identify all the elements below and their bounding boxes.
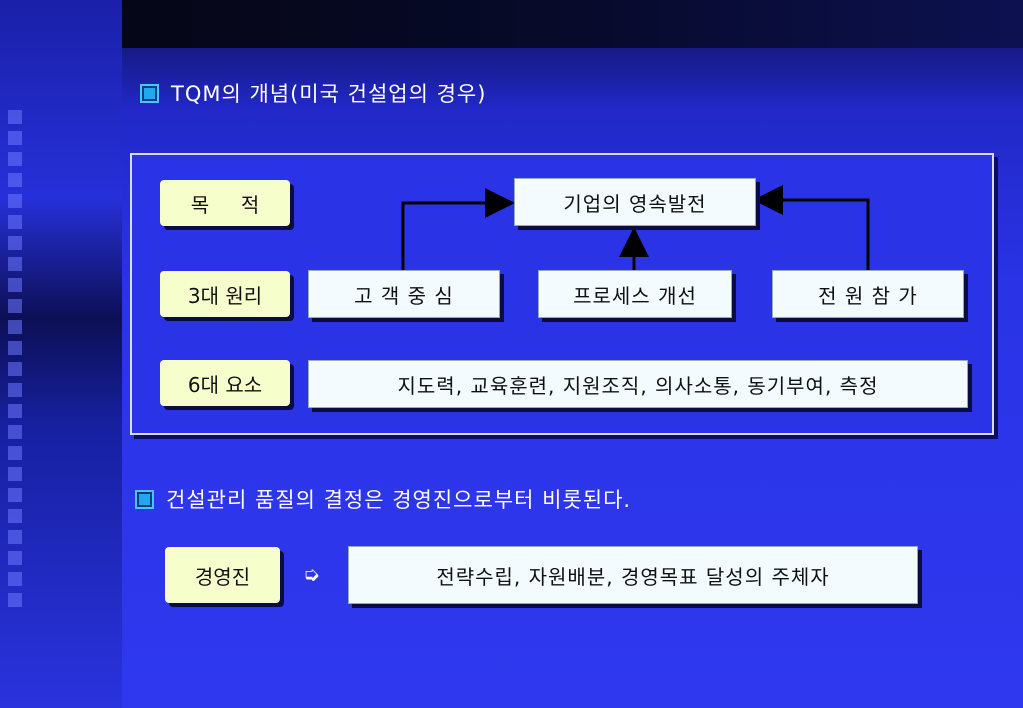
label-principles: 3대 원리 <box>160 271 290 317</box>
management-label: 경영진 <box>165 547 280 603</box>
principle-process: 프로세스 개선 <box>538 270 732 318</box>
arrow-customer-to-goal <box>401 188 515 270</box>
heading-management-text: 건설관리 품질의 결정은 경영진으로부터 비롯된다. <box>166 488 632 512</box>
elements-box: 지도력, 교육훈련, 지원조직, 의사소통, 동기부여, 측정 <box>308 360 968 408</box>
top-band <box>122 0 1023 48</box>
goal-box: 기업의 영속발전 <box>514 178 756 226</box>
heading-management: 건설관리 품질의 결정은 경영진으로부터 비롯된다. <box>135 484 631 514</box>
decorative-squares <box>8 110 28 630</box>
top-fade <box>122 48 1023 108</box>
heading-tqm: TQM의 개념(미국 건설업의 경우) <box>140 78 486 108</box>
left-decorative-strip <box>0 0 122 708</box>
bullet-square-icon <box>140 83 159 103</box>
label-purpose: 목 적 <box>160 180 290 226</box>
principle-participation: 전 원 참 가 <box>772 270 964 318</box>
heading-tqm-text: TQM의 개념(미국 건설업의 경우) <box>171 82 487 106</box>
right-arrow-icon: ➭ <box>303 562 320 586</box>
arrow-participation-to-goal <box>753 185 870 270</box>
management-desc-box: 전략수립, 자원배분, 경영목표 달성의 주체자 <box>348 546 918 604</box>
principle-customer: 고 객 중 심 <box>308 270 500 318</box>
label-elements: 6대 요소 <box>160 360 290 406</box>
bullet-square-icon <box>135 489 154 509</box>
